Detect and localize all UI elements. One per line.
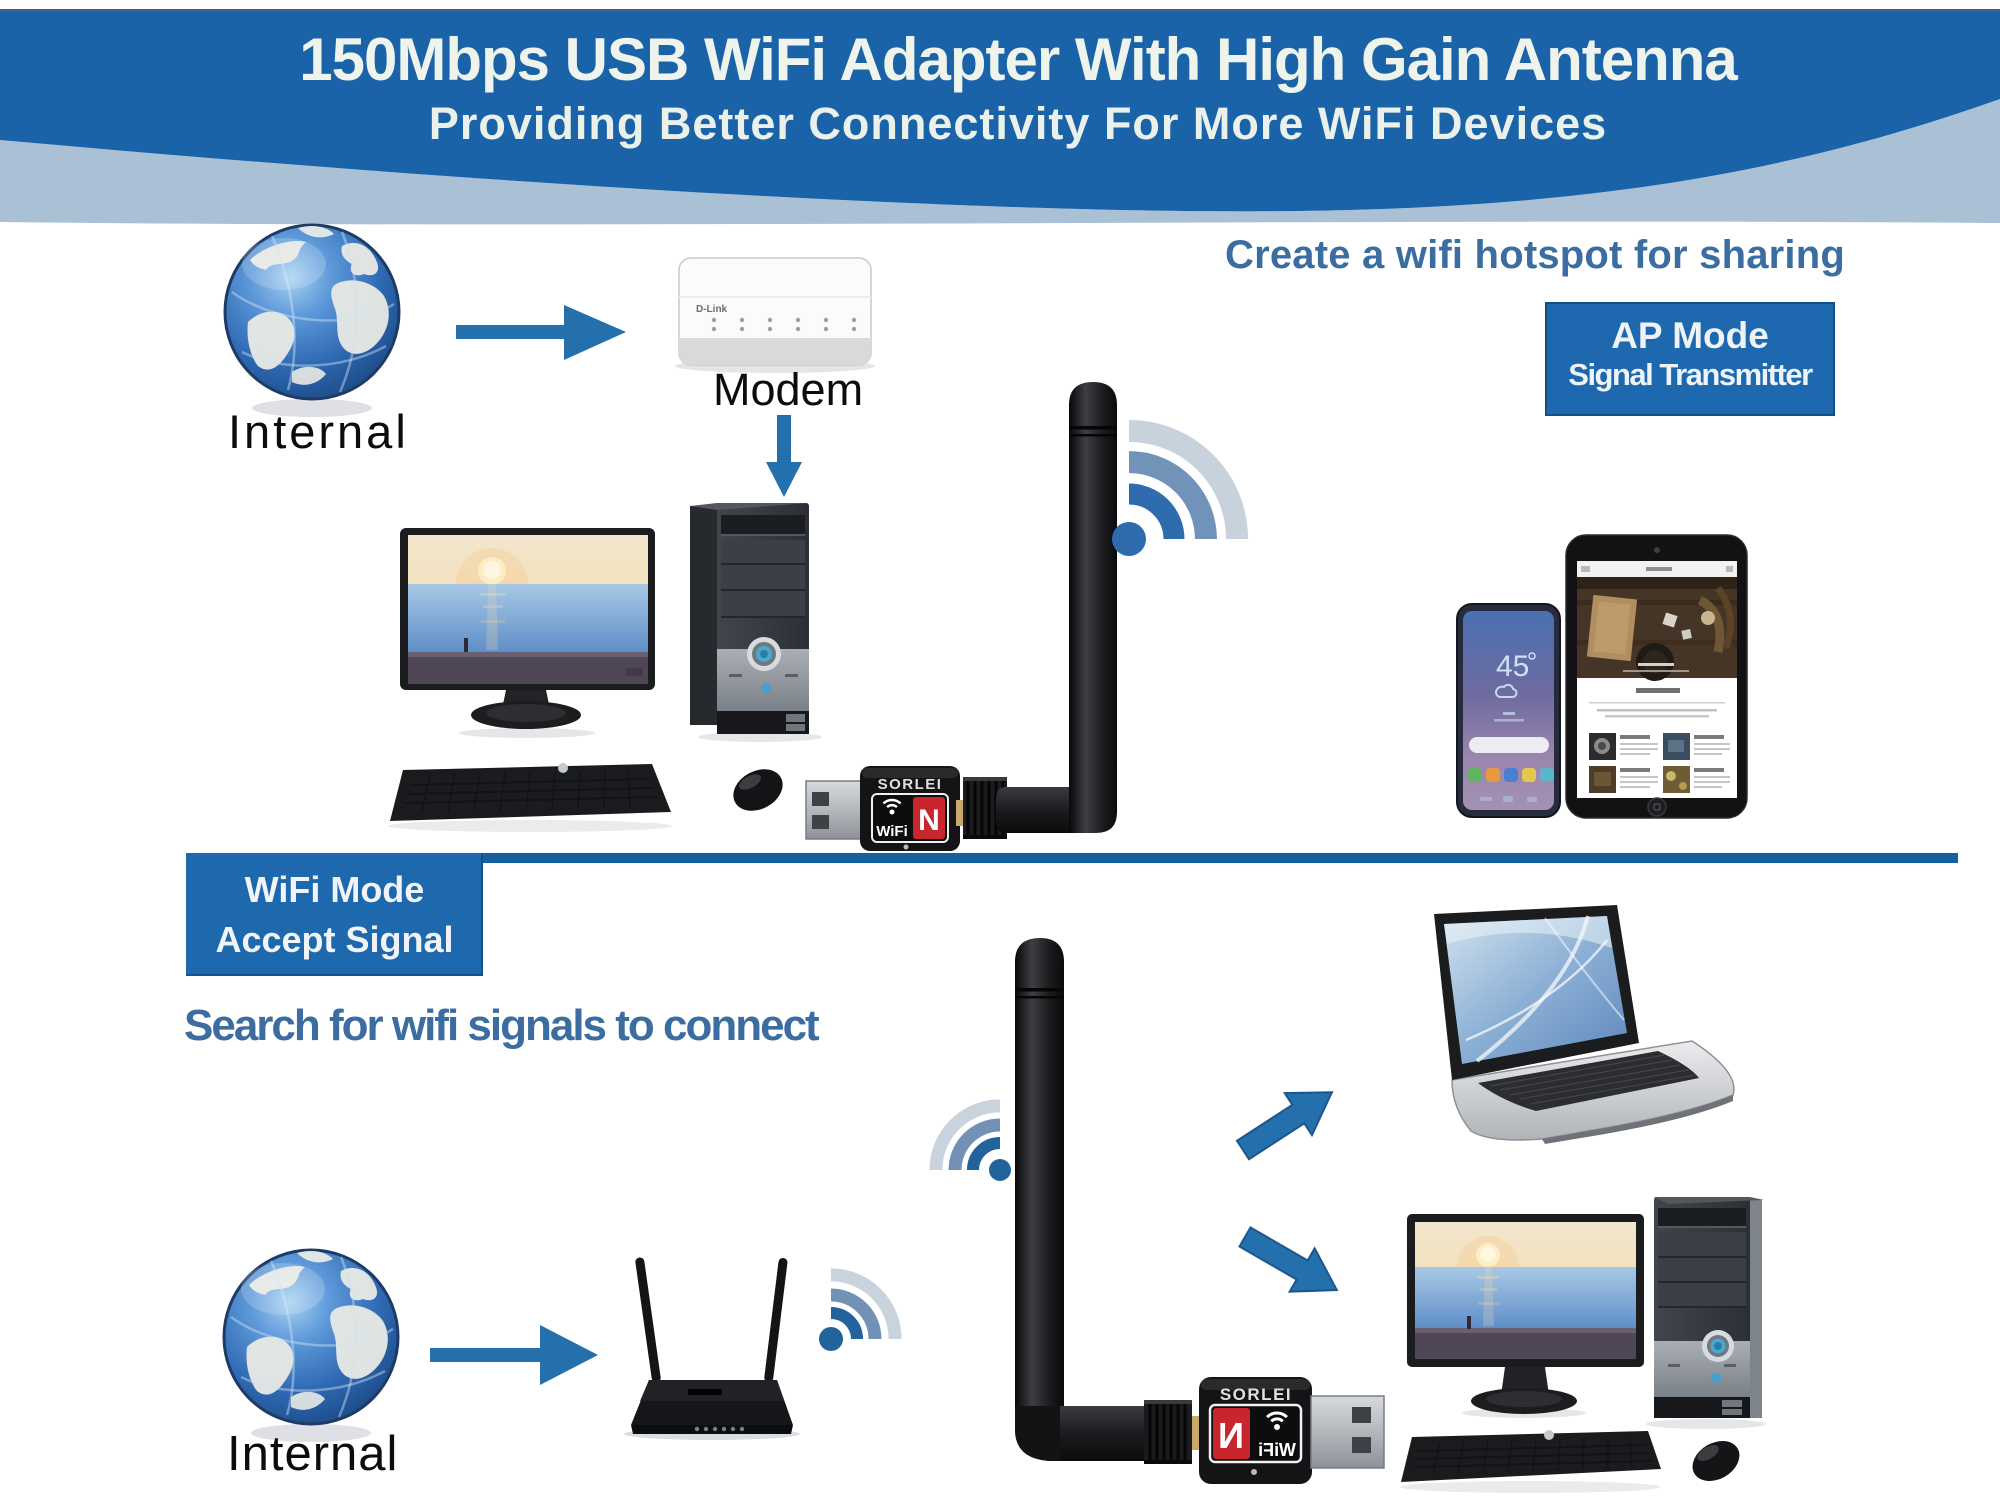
svg-text:SORLEI: SORLEI [878,776,943,793]
svg-text:N: N [918,804,940,837]
svg-text:D-Link: D-Link [696,304,728,315]
svg-text:WiFi: WiFi [876,823,908,840]
svg-text:SORLEI: SORLEI [1220,1385,1292,1404]
svg-text:45: 45 [1496,650,1529,683]
svg-text:WiFi: WiFi [1258,1440,1296,1460]
svg-text:N: N [1218,1415,1244,1456]
